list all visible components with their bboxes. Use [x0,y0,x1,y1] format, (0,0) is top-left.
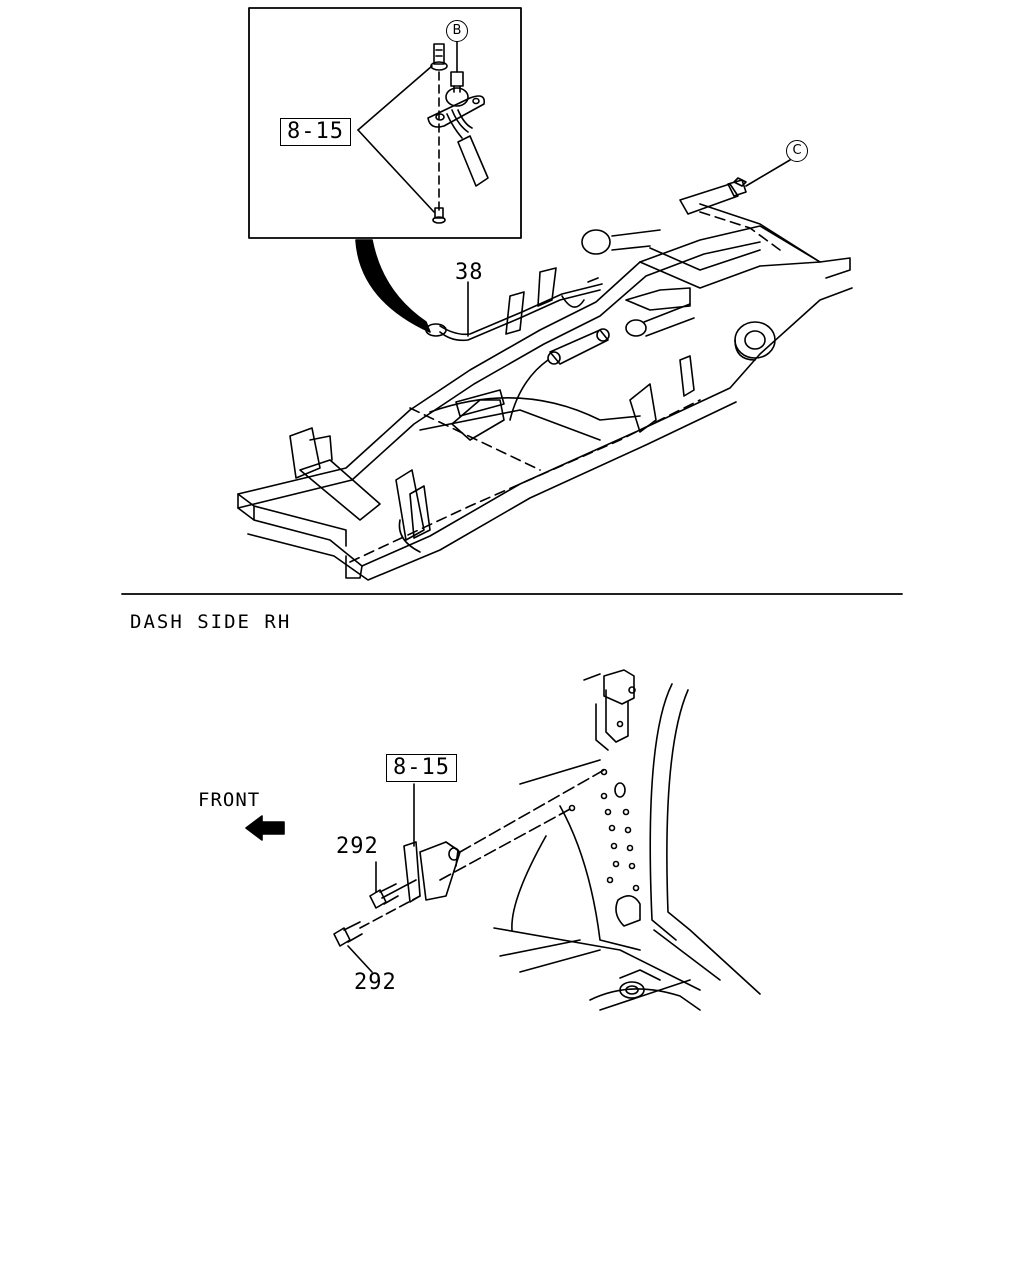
inset-pointer-arrow [355,239,431,333]
bolt-292-a [369,883,399,909]
section-title: DASH SIDE RH [130,611,292,633]
front-arrow [245,815,285,841]
harness-38 [425,277,603,342]
dash-sensor-unit [403,841,461,903]
callout-b: B [446,20,468,42]
ref-8-15-bottom: 8-15 [386,754,457,782]
vehicle-frame [237,159,853,581]
inset-box [248,7,522,239]
part-292-label-b: 292 [354,970,397,995]
inset-sensor [427,71,489,187]
panel-holes [568,768,641,927]
inset-bolt-top [430,43,448,71]
front-label: FRONT [198,789,261,811]
upper-bracket [583,669,636,751]
inset-bolt-bottom [432,207,446,224]
ref-8-15-top: 8-15 [280,118,351,146]
part-38-label: 38 [455,260,484,285]
bolt-292-b [333,921,363,947]
part-292-label-a: 292 [336,834,379,859]
callout-c: C [786,140,808,162]
dash-side-view [245,669,761,1011]
